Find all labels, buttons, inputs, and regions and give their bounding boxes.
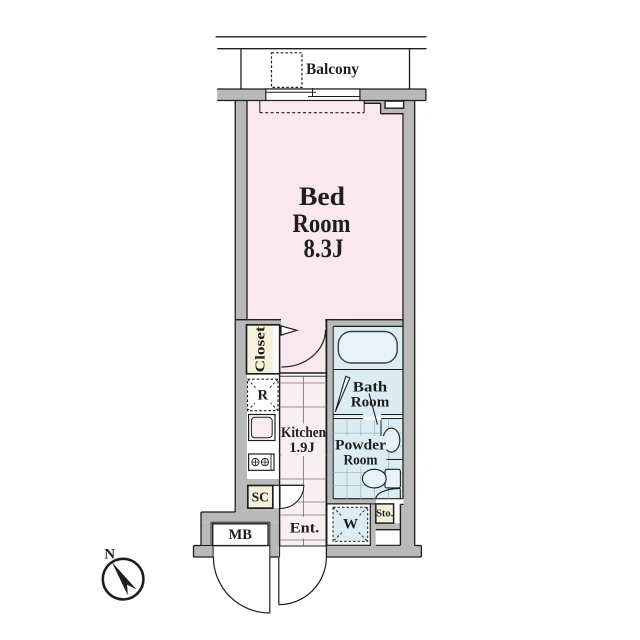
- powder-label-bg: [334, 436, 387, 468]
- bedroom-door-arc: [281, 329, 327, 368]
- kitchen-label-bg: [281, 423, 326, 456]
- wall-top-right: [359, 89, 426, 101]
- bedroom-window: [265, 88, 361, 102]
- bedroom-door: [280, 325, 327, 368]
- wall-chunk-step: [364, 100, 381, 104]
- refrigerator-label: R: [258, 388, 269, 404]
- burner-crosses: [252, 459, 268, 465]
- washer-label: W: [343, 516, 358, 532]
- refrigerator: R: [246, 378, 279, 412]
- balcony-label: Balcony: [306, 61, 359, 78]
- powder-label-line2: Room: [344, 453, 378, 469]
- mb-door-arc: [212, 556, 270, 614]
- closet-door-strip: [273, 325, 279, 373]
- shoe-cabinet: SC: [246, 484, 305, 509]
- washer: W: [326, 503, 371, 546]
- ac-unit-dashed-box: [270, 52, 303, 88]
- wall-bottom-right: [326, 545, 422, 557]
- entrance-label: Ent.: [290, 521, 320, 537]
- wall-mb-niche-top: [201, 512, 280, 523]
- kitchen-sink: [248, 413, 276, 442]
- bedroom-label-line1: Bed: [299, 182, 346, 211]
- compass-circle: [101, 557, 145, 601]
- closet-label: Closet: [253, 326, 268, 373]
- bath-powder-door-leaf: [368, 393, 379, 425]
- wall-under-sto: [375, 523, 401, 530]
- bathroom-label: Bath Room: [351, 380, 390, 411]
- wall-powder-bottom: [333, 498, 376, 504]
- kitchen-label-line1: Kitchen: [281, 425, 327, 441]
- kitchen-label-line2: 1.9J: [289, 440, 315, 456]
- wall-right: [403, 100, 415, 557]
- wall-bedroom-south-right: [325, 319, 415, 327]
- sto-box: [375, 503, 395, 524]
- sink-basin: [250, 416, 273, 439]
- wall-bottom-pillar: [269, 522, 280, 557]
- bathtub: [337, 330, 398, 364]
- entrance-door-arc: [278, 556, 327, 606]
- bedroom-floor: [247, 100, 404, 373]
- pipe-space-box: [384, 100, 405, 109]
- stove: [248, 453, 275, 471]
- bathroom-label-line1: Bath: [353, 380, 388, 396]
- wall-left-of-sc: [235, 485, 248, 512]
- balcony: Balcony: [215, 36, 427, 89]
- powder-label-line1: Powder: [335, 438, 386, 454]
- wall-bedroom-south-left: [235, 319, 281, 327]
- sto-lower-compartment: [375, 529, 401, 546]
- wall-mb-niche-left: [201, 522, 212, 546]
- bathroom-label-line2: Room: [351, 395, 390, 411]
- bath-door-leaf: [334, 375, 351, 413]
- compass-needle: [111, 561, 137, 596]
- sc-box: [246, 484, 274, 509]
- bedroom-label-line3: 8.3J: [304, 234, 344, 263]
- sc-label: SC: [252, 489, 269, 504]
- compass: N: [101, 547, 145, 601]
- wall-bottom-left-stub: [193, 545, 214, 557]
- entrance-label-bg: [284, 517, 322, 539]
- toilet-bowl: [361, 468, 387, 489]
- wall-below-sc: [247, 508, 280, 513]
- wall-left: [235, 100, 247, 512]
- bedroom-label: Bed Room 8.3J: [293, 182, 351, 263]
- wall-above-sc: [235, 479, 280, 486]
- refrigerator-label-bg: [254, 387, 271, 404]
- toilet-tank: [384, 468, 401, 489]
- entrance: Ent.: [212, 517, 327, 614]
- kitchen-label: Kitchen 1.9J: [281, 425, 327, 456]
- bedroom-label-line2: Room: [293, 209, 351, 238]
- mb-label: MB: [229, 527, 253, 543]
- sto-label: Sto.: [376, 508, 394, 519]
- window-bay: [259, 100, 365, 114]
- storage: Sto.: [375, 503, 395, 524]
- sto-door-arc: [375, 487, 401, 499]
- wall-right-of-sto: [400, 503, 404, 546]
- meter-box: MB: [211, 523, 269, 547]
- washer-label-bg: [342, 516, 359, 532]
- bathroom: Bath Room: [333, 330, 403, 425]
- wall-corridor-bath: [326, 326, 334, 557]
- walls: [193, 89, 426, 557]
- powder-room: Powder Room: [333, 420, 403, 499]
- compass-label: N: [104, 547, 115, 563]
- bedroom-door-leaf: [280, 325, 299, 337]
- wall-top-left: [217, 89, 266, 101]
- sc-door-arc: [279, 484, 305, 509]
- closet: Closet: [245, 323, 281, 375]
- wall-w-sto-divider: [370, 498, 376, 546]
- mb-box: [211, 523, 269, 547]
- powder-label: Powder Room: [335, 438, 386, 469]
